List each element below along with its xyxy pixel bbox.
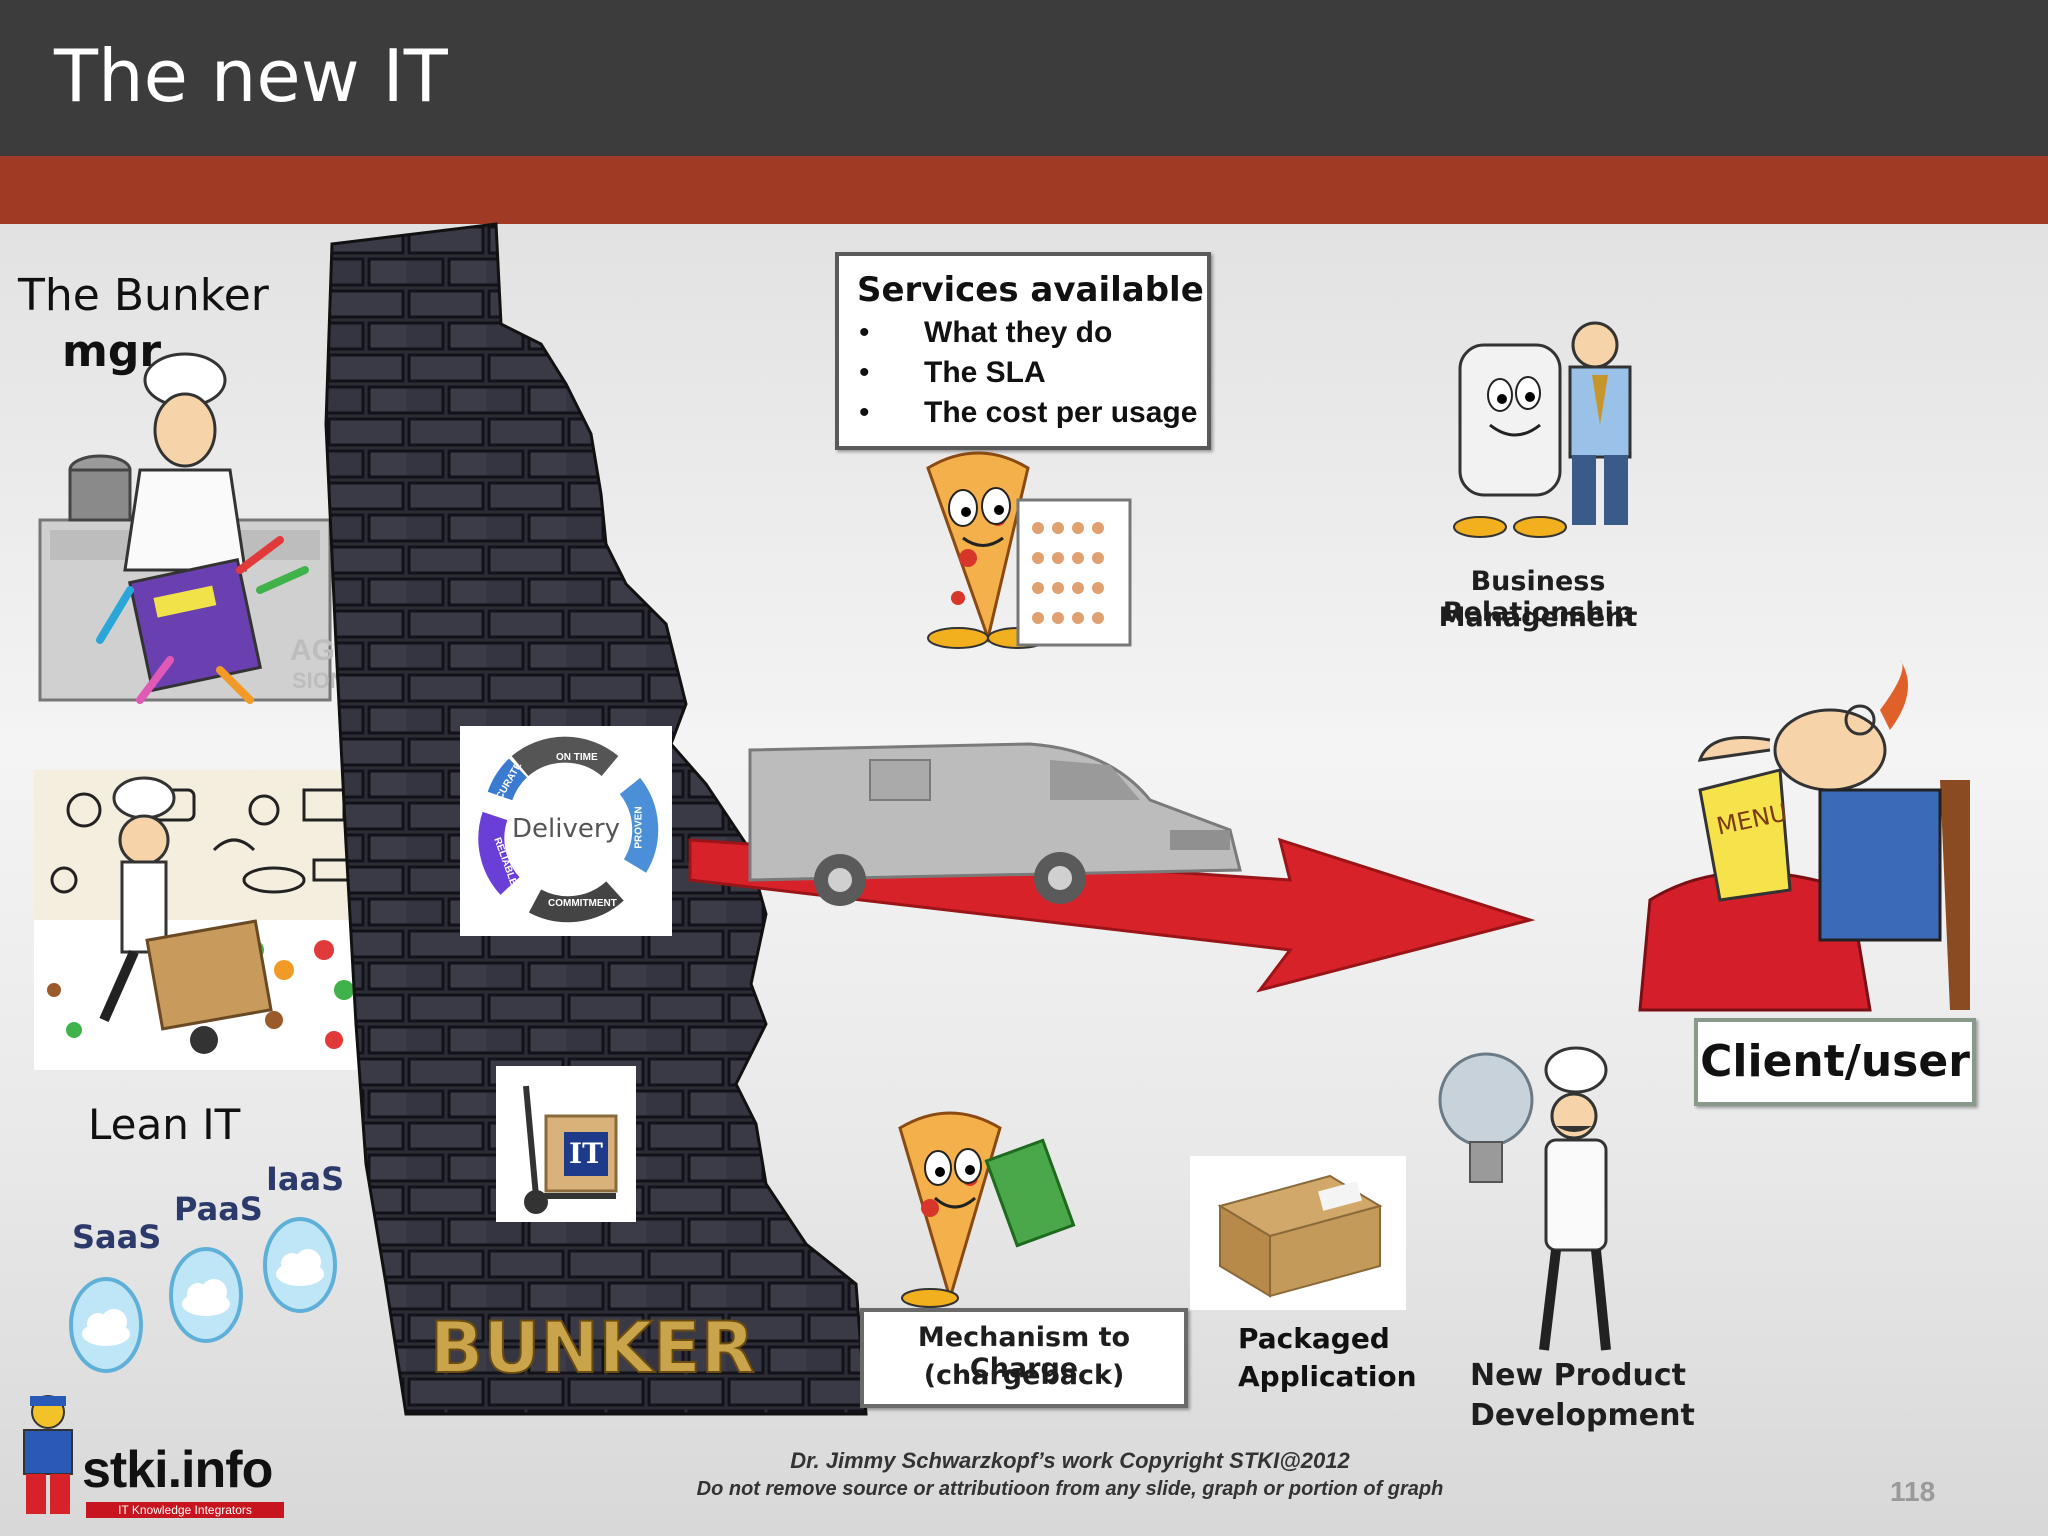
chef-lightbulb-illustration bbox=[1438, 1046, 1611, 1351]
delivery-cycle-diagram: Delivery ON TIME PROVEN COMMITMENT RELIA… bbox=[460, 726, 672, 936]
chargeback-label-line2: (chargeback) bbox=[923, 1360, 1125, 1391]
bunker-label: BUNKER bbox=[430, 1307, 755, 1389]
brm-label-line2: Management bbox=[1438, 602, 1638, 633]
client-menu-illustration: MENU bbox=[1638, 660, 1970, 1012]
npd-label-line2: Development bbox=[1470, 1398, 1695, 1433]
services-title: Services available bbox=[857, 270, 1204, 310]
bunker-mgr-label: mgr bbox=[62, 326, 162, 377]
services-item-text: The SLA bbox=[924, 356, 1046, 389]
saas-label: SaaS bbox=[72, 1218, 162, 1256]
page-number: 118 bbox=[1890, 1476, 1936, 1507]
stki-logo: stki.info IT Knowledge Integrators bbox=[8, 1390, 298, 1520]
delivery-center-label: Delivery bbox=[512, 814, 620, 844]
services-box: Services available •What they do •The SL… bbox=[835, 252, 1211, 450]
paas-cloud-icon bbox=[169, 1247, 243, 1343]
delivery-van-illustration bbox=[748, 742, 1242, 906]
stki-logo-tagline: IT Knowledge Integrators bbox=[86, 1502, 284, 1518]
package-image bbox=[1190, 1156, 1406, 1310]
services-item: •What they do bbox=[859, 316, 1113, 349]
chargeback-label-line1: Mechanism to Charge bbox=[917, 1322, 1131, 1384]
lean-chef-illustration bbox=[34, 770, 374, 1070]
cart-it-logo: IT bbox=[564, 1132, 608, 1176]
brm-mascots-illustration bbox=[1453, 321, 1632, 538]
delivery-arrow-proven: PROVEN bbox=[633, 806, 645, 849]
client-user-label: Client/user bbox=[1700, 1036, 1970, 1087]
title-bar: The new IT bbox=[0, 0, 2048, 156]
iaas-label: IaaS bbox=[266, 1160, 345, 1198]
client-user-box: Client/user bbox=[1694, 1018, 1976, 1106]
services-item: •The SLA bbox=[859, 356, 1046, 389]
footer-notice: Do not remove source or attributioon fro… bbox=[696, 1478, 1444, 1500]
packaged-label-line1: Packaged bbox=[1238, 1322, 1390, 1355]
lean-it-label: Lean IT bbox=[88, 1100, 241, 1149]
pizza-mascot-menu-illustration bbox=[926, 451, 1132, 649]
pizza-mascot-money-illustration bbox=[898, 1111, 1076, 1308]
services-item-text: What they do bbox=[924, 316, 1113, 349]
footer-credit: Dr. Jimmy Schwarzkopf’s work Copyright S… bbox=[790, 1448, 1350, 1473]
bunker-title: The Bunker bbox=[18, 270, 269, 321]
chef-kitchen-illustration: AGE SION bbox=[38, 352, 355, 704]
services-item: •The cost per usage bbox=[859, 396, 1198, 429]
iaas-cloud-icon bbox=[263, 1217, 337, 1313]
brm-label-line1: Business Relationship bbox=[1442, 566, 1634, 628]
accent-band bbox=[0, 156, 2048, 224]
delivery-arrow-ontime: ON TIME bbox=[556, 752, 598, 763]
chargeback-box: Mechanism to Charge (chargeback) bbox=[860, 1308, 1188, 1408]
npd-label-line1: New Product bbox=[1470, 1358, 1686, 1393]
packaged-label-line2: Application bbox=[1238, 1360, 1417, 1393]
stki-logo-text: stki.info bbox=[82, 1441, 273, 1499]
delivery-arrow-commitment: COMMITMENT bbox=[548, 898, 617, 909]
paas-label: PaaS bbox=[174, 1190, 263, 1228]
hand-truck-logo: IT bbox=[496, 1066, 636, 1222]
slide-title: The new IT bbox=[54, 34, 448, 118]
saas-cloud-icon bbox=[69, 1277, 143, 1373]
services-item-text: The cost per usage bbox=[924, 396, 1198, 429]
